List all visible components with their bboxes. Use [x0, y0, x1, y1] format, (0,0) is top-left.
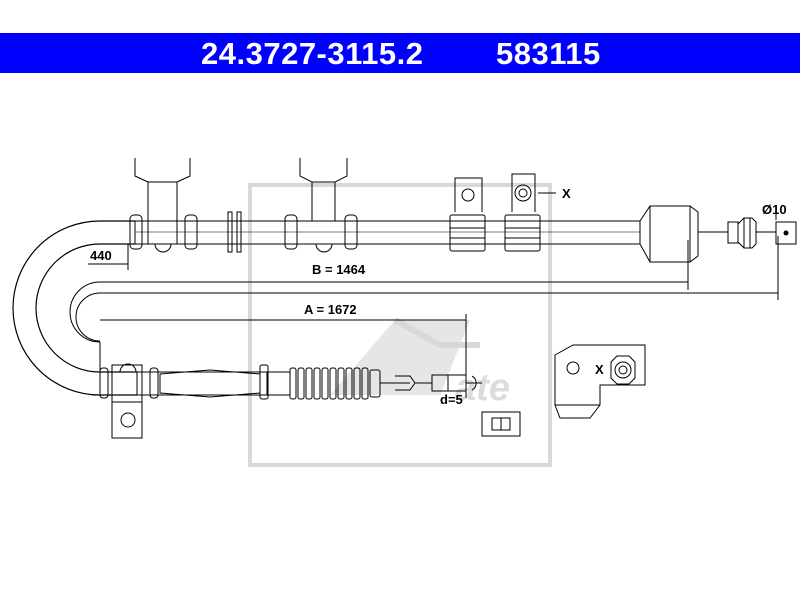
watermark-logo: ate [248, 183, 552, 467]
part-number: 24.3727-3115.2 [201, 36, 424, 71]
lower-bracket [111, 363, 143, 439]
dim-440-label: 440 [90, 248, 112, 263]
reference-number: 583115 [496, 36, 601, 71]
marker-x-top: X [562, 186, 571, 201]
lower-conduit [136, 371, 268, 396]
dim-diameter-label: Ø10 [762, 202, 787, 217]
end-eye [775, 221, 797, 245]
cable-bend-inner [35, 243, 137, 373]
title-bar: 24.3727-3115.2 583115 [0, 33, 800, 73]
dim-a-label: A = 1672 [304, 302, 357, 317]
dim-d-label: d=5 [440, 392, 463, 407]
clip-1 [449, 177, 486, 252]
bracket-middle [299, 158, 348, 253]
cable-bend-outer [12, 220, 137, 396]
end-fitting-right [639, 205, 797, 263]
clip-2 [504, 173, 556, 252]
dim-b-label: B = 1464 [312, 262, 366, 277]
detail-x-bracket [554, 344, 646, 419]
upper-conduit [134, 220, 641, 245]
marker-x-detail: X [595, 362, 604, 377]
bracket-left [134, 158, 191, 253]
dim-reference-curve [69, 281, 688, 343]
logo-text: ate [455, 367, 510, 409]
bellows [289, 367, 381, 400]
nipple-detail [481, 411, 521, 437]
